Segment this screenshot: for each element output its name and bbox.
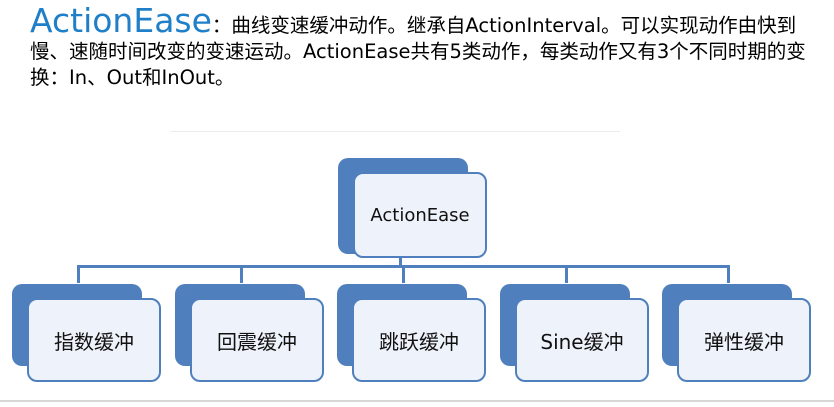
connector-drop-3 — [402, 265, 405, 283]
child-node-4: Sine缓冲 — [515, 298, 649, 382]
connector-drop-2 — [240, 265, 243, 283]
bottom-border — [0, 400, 834, 402]
child-node-1: 指数缓冲 — [27, 298, 161, 382]
faint-divider — [170, 131, 620, 132]
header-text: ActionEase：曲线变速缓冲动作。继承自ActionInterval。可以… — [30, 4, 830, 91]
connector-drop-5 — [727, 265, 730, 283]
child-node-2: 回震缓冲 — [190, 298, 324, 382]
description: ：曲线变速缓冲动作。继承自ActionInterval。可以实现动作由快到慢、速… — [30, 14, 806, 89]
root-node: ActionEase — [353, 172, 487, 258]
connector-drop-4 — [565, 265, 568, 283]
child-node-5: 弹性缓冲 — [677, 298, 811, 382]
connector-drop-1 — [77, 265, 80, 283]
child-node-3: 跳跃缓冲 — [352, 298, 486, 382]
title: ActionEase — [30, 1, 212, 40]
connector-root-stem — [399, 256, 402, 266]
